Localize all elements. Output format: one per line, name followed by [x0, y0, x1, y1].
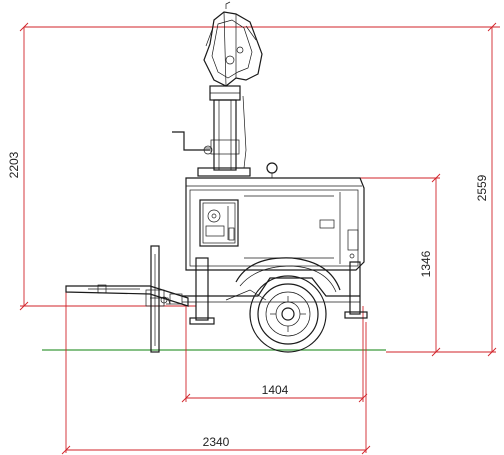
wheel	[249, 275, 327, 353]
chassis	[182, 257, 368, 325]
dim-body-length-label: 1404	[262, 383, 289, 397]
dim-body-height-label: 1346	[419, 250, 433, 277]
dim-mast-height-label: 2203	[7, 151, 21, 178]
dim-overall-height-label: 2559	[475, 174, 489, 201]
mast-assembly	[172, 1, 278, 178]
dimension-lines	[19, 22, 500, 455]
dim-overall-length-label: 2340	[203, 435, 230, 449]
drawbar	[65, 245, 189, 353]
generator-canopy	[185, 177, 365, 271]
